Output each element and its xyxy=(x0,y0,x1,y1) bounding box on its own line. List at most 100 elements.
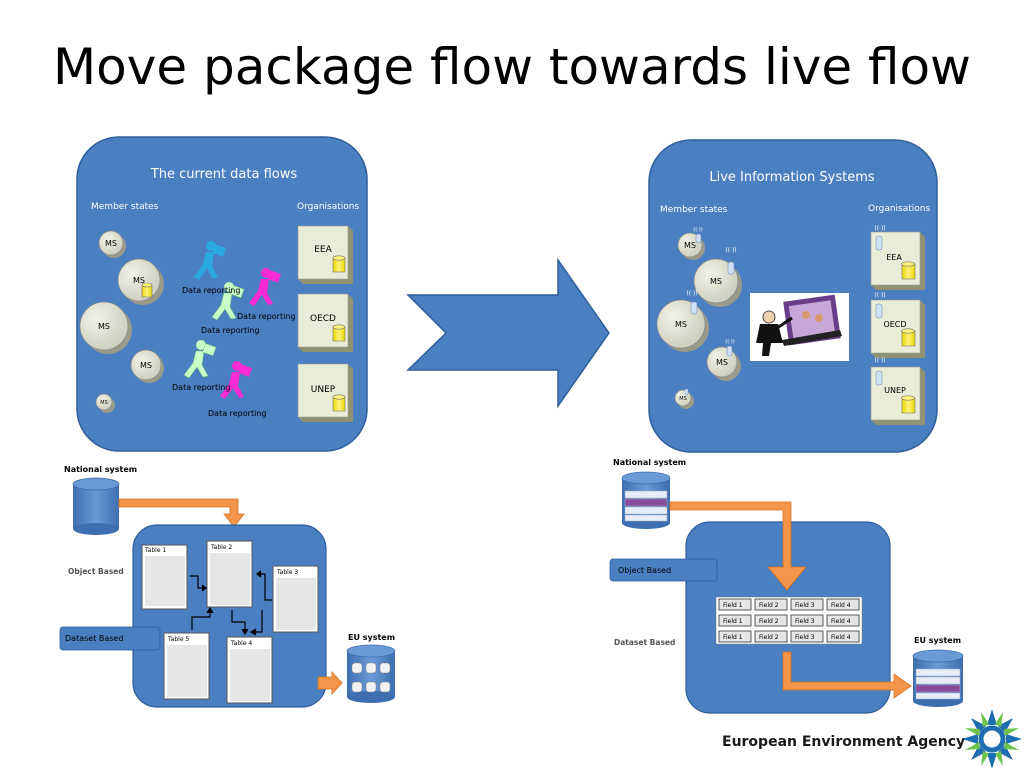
field-cell: Field 4 xyxy=(831,634,851,641)
database-icon xyxy=(901,261,916,280)
national-system-database-icon xyxy=(621,471,671,529)
slide-title: Move package flow towards live flow xyxy=(53,38,971,96)
table-card: Table 3 xyxy=(272,565,319,633)
flow-arrow xyxy=(669,501,807,591)
ms-label: MS xyxy=(679,396,687,402)
eu-system-database-icon xyxy=(912,649,964,707)
org-box-unep: UNEP xyxy=(297,363,353,422)
antenna-icon: ((·)) xyxy=(874,225,886,251)
ms-label: MS xyxy=(133,276,145,285)
antenna-icon: ((·)) xyxy=(725,247,737,275)
ms-label: MS xyxy=(140,361,152,370)
database-icon xyxy=(901,328,916,347)
field-cell: Field 3 xyxy=(795,602,815,609)
org-label: UNEP xyxy=(884,386,906,395)
ms-label: MS xyxy=(684,241,696,250)
svg-text:((·)): ((·)) xyxy=(686,290,697,297)
ms-label: MS xyxy=(100,400,108,406)
data-reporting-label: Data reporting xyxy=(201,326,259,335)
org-label: EEA xyxy=(886,253,902,262)
table-card: Table 4 xyxy=(226,636,273,704)
ms-node: MS xyxy=(95,393,115,413)
antenna-icon: ((·)) xyxy=(874,292,886,319)
courier-figure-icon xyxy=(183,339,217,379)
antenna-icon: ((·)) xyxy=(725,339,735,357)
right-member-states-label: Member states xyxy=(660,205,728,215)
field-cell: Field 2 xyxy=(759,602,779,609)
table-card: Table 1 xyxy=(141,544,188,610)
eu-system-database-icon xyxy=(346,644,396,703)
antenna-icon: ((·)) xyxy=(874,357,886,386)
svg-text:((·)): ((·)) xyxy=(874,225,885,232)
connector-arrows xyxy=(190,570,272,636)
left-member-states-label: Member states xyxy=(91,202,159,212)
org-box-oecd: OECD ((·)) xyxy=(870,292,925,358)
field-cell: Field 2 xyxy=(759,618,779,625)
right-panel: Live Information Systems Member states O… xyxy=(648,139,938,453)
ms-node: MS ((·)) xyxy=(706,339,741,381)
ms-node: MS ((·)) xyxy=(677,227,705,260)
flow-arrow xyxy=(118,498,245,528)
database-icon xyxy=(332,324,346,342)
left-panel-heading: The current data flows xyxy=(150,167,298,182)
object-based-tab xyxy=(609,558,718,582)
dataset-based-label: Dataset Based xyxy=(614,638,675,647)
field-cell: Field 2 xyxy=(759,634,779,641)
ms-node: MS ((·)) xyxy=(656,290,709,352)
org-box-oecd: OECD xyxy=(297,293,353,352)
right-organisations-label: Organisations xyxy=(868,204,931,214)
field-cell: Field 4 xyxy=(831,602,851,609)
database-icon xyxy=(901,395,916,414)
field-row: Field 1 Field 2 Field 3 Field 4 xyxy=(718,614,860,627)
antenna-icon: ((·)) xyxy=(686,290,698,315)
table-label: Table 5 xyxy=(167,636,189,643)
fields-table: Field 1 Field 2 Field 3 Field 4 Field 1 … xyxy=(715,596,863,645)
table-label: Table 4 xyxy=(230,640,252,647)
data-reporting-label: Data reporting xyxy=(182,286,240,295)
courier-figure-icon xyxy=(220,361,253,399)
antenna-icon xyxy=(684,388,689,396)
national-system-label: National system xyxy=(64,465,137,474)
table-label: Table 2 xyxy=(210,544,232,551)
dataset-based-tab xyxy=(59,626,161,651)
org-box-unep: UNEP ((·)) xyxy=(870,357,925,425)
field-row: Field 1 Field 2 Field 3 Field 4 xyxy=(718,598,860,611)
table-label: Table 1 xyxy=(144,547,166,554)
object-based-label: Object Based xyxy=(618,566,671,575)
database-icon xyxy=(141,282,153,298)
svg-text:((·)): ((·)) xyxy=(725,339,734,345)
field-cell: Field 1 xyxy=(723,634,743,641)
antenna-icon: ((·)) xyxy=(693,227,703,244)
presenter-image-icon xyxy=(750,293,849,361)
ms-node: MS xyxy=(98,230,126,258)
right-panel-heading: Live Information Systems xyxy=(709,170,875,185)
ms-node: MS xyxy=(79,301,132,354)
table-card: Table 5 xyxy=(163,632,210,700)
eea-logo-icon xyxy=(962,709,1022,768)
ms-node: MS xyxy=(130,349,164,383)
data-reporting-label: Data reporting xyxy=(208,409,266,418)
field-cell: Field 4 xyxy=(831,618,851,625)
org-box-eea: EEA ((·)) xyxy=(870,225,925,290)
courier-figure-icon xyxy=(211,281,245,321)
org-label: UNEP xyxy=(311,385,336,395)
field-cell: Field 3 xyxy=(795,634,815,641)
ms-label: MS xyxy=(105,239,117,248)
left-organisations-label: Organisations xyxy=(297,202,360,212)
field-row: Field 1 Field 2 Field 3 Field 4 xyxy=(718,630,860,643)
bottom-left-diagram: National system Object Based Dataset Bas… xyxy=(59,465,396,708)
field-cell: Field 1 xyxy=(723,618,743,625)
field-cell: Field 3 xyxy=(795,618,815,625)
table-card: Table 2 xyxy=(206,540,253,608)
courier-figure-icon xyxy=(194,241,227,280)
svg-text:((·)): ((·)) xyxy=(874,292,885,299)
ms-label: MS xyxy=(675,320,687,329)
org-label: OECD xyxy=(310,314,336,324)
national-system-database-icon xyxy=(72,477,120,535)
courier-figure-icon xyxy=(249,268,282,306)
dataset-based-label: Dataset Based xyxy=(65,634,123,643)
flow-arrow xyxy=(782,651,912,699)
field-cell: Field 1 xyxy=(723,602,743,609)
flow-arrow xyxy=(317,670,343,696)
ms-node: MS xyxy=(674,388,694,409)
